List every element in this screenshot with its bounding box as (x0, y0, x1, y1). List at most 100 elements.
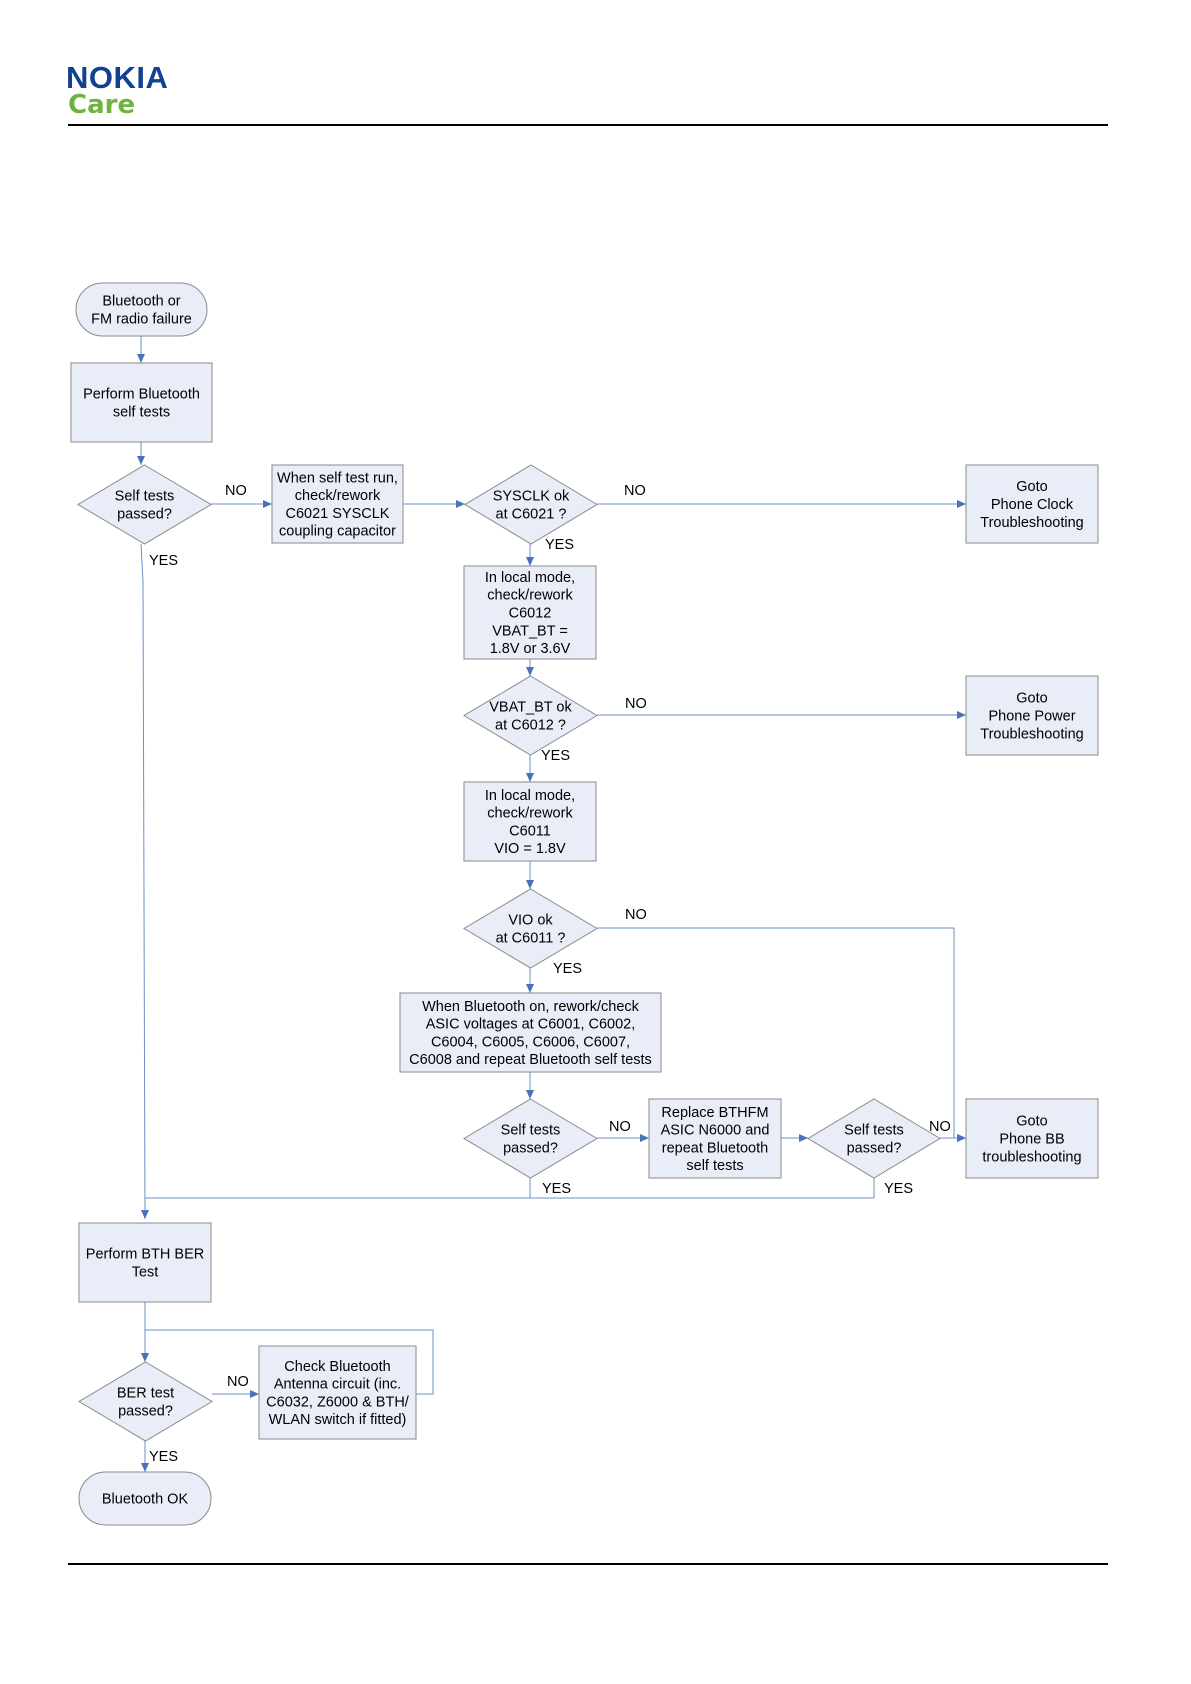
decision-diamond (807, 1098, 941, 1179)
process-box (463, 781, 597, 862)
node-text-line: Goto (1016, 1114, 1047, 1130)
node-text-line: passed? (847, 1140, 902, 1156)
terminal-shape (78, 1471, 212, 1526)
process-box (258, 1345, 417, 1440)
node-text-line: Troubleshooting (980, 726, 1083, 742)
care-logo: Care (68, 90, 136, 120)
node-text-line: coupling capacitor (279, 524, 396, 540)
header-rule (68, 124, 1108, 126)
process-box (965, 464, 1099, 544)
node-text-line: WLAN switch if fitted) (269, 1412, 407, 1428)
node-text-line: When self test run, (277, 470, 398, 486)
node-text-line: self tests (686, 1158, 743, 1174)
decision-diamond (463, 1098, 598, 1179)
node-text-line: at C6012 ? (495, 717, 566, 733)
node-text-line: Goto (1016, 691, 1047, 707)
edge-label-no: NO (929, 1119, 951, 1135)
node-text-line: C6032, Z6000 & BTH/ (266, 1394, 410, 1410)
node-text-line: at C6021 ? (496, 506, 567, 522)
edge-label-yes: YES (149, 1449, 178, 1465)
edge-label-no: NO (225, 483, 247, 499)
process-box (463, 565, 597, 660)
process-box (648, 1098, 782, 1179)
edge-label-no: NO (625, 907, 647, 923)
node-text-line: Troubleshooting (980, 515, 1083, 531)
decision-diamond (464, 464, 598, 545)
connector-self_tests_passed_1-to-ber_test (140, 543, 149, 1220)
page-header: NOKIA Care (0, 0, 1191, 130)
connector-check_antenna-to-ber_passed (145, 1329, 434, 1395)
node-text-line: troubleshooting (982, 1149, 1081, 1165)
node-text-line: VIO = 1.8V (494, 841, 566, 857)
node-text-line: Phone Clock (991, 497, 1074, 513)
process-box (965, 1098, 1099, 1179)
node-text-line: check/rework (295, 488, 381, 504)
node-text-line: Self tests (115, 489, 175, 505)
edge-label-yes: YES (545, 537, 574, 553)
footer-rule (68, 1563, 1108, 1565)
node-text-line: Bluetooth or (102, 294, 180, 310)
node-text-line: BER test (117, 1386, 174, 1402)
node-text-line: check/rework (487, 588, 573, 604)
node-text-line: Self tests (501, 1123, 561, 1139)
connector-self_tests_passed_3-to-ber_test (145, 1178, 875, 1199)
node-text-line: Self tests (844, 1123, 904, 1139)
process-box (965, 675, 1099, 756)
edge-label-no: NO (624, 483, 646, 499)
edge-label-yes: YES (541, 748, 570, 764)
decision-diamond (78, 1361, 213, 1442)
edge-label-yes: YES (884, 1181, 913, 1197)
node-text-line: repeat Bluetooth (662, 1140, 768, 1156)
node-text-line: Antenna circuit (inc. (274, 1377, 401, 1393)
node-text-line: check/rework (487, 806, 573, 822)
node-text-line: In local mode, (485, 788, 575, 804)
node-text-line: Bluetooth OK (102, 1492, 189, 1508)
node-text-line: C6004, C6005, C6006, C6007, (431, 1034, 630, 1050)
edge-label-yes: YES (553, 961, 582, 977)
node-text-line: passed? (503, 1140, 558, 1156)
decision-diamond (463, 888, 598, 969)
node-text-line: VBAT_BT ok (489, 700, 572, 716)
edge-label-yes: YES (149, 553, 178, 569)
node-text-line: C6011 (509, 823, 551, 839)
node-text-line: Test (132, 1264, 159, 1280)
node-text-line: Phone BB (999, 1132, 1064, 1148)
node-text-line: C6012 (509, 606, 552, 622)
connector-self_tests_passed_2-to-ber_test (145, 1178, 531, 1199)
process-box (70, 362, 213, 443)
node-text-line: Replace BTHFM (661, 1105, 768, 1121)
node-text-line: FM radio failure (91, 311, 192, 327)
node-text-line: ASIC N6000 and (661, 1123, 770, 1139)
terminal-shape (75, 282, 208, 337)
process-box (399, 992, 662, 1073)
node-text-line: In local mode, (485, 570, 575, 586)
process-box (271, 464, 404, 544)
process-box (78, 1222, 212, 1303)
node-text-line: Goto (1016, 479, 1047, 495)
node-text-line: passed? (117, 506, 172, 522)
node-text-line: VBAT_BT = (492, 623, 568, 639)
nokia-logo: NOKIA (66, 60, 169, 95)
node-text-line: Check Bluetooth (284, 1359, 390, 1375)
node-text-line: at C6011 ? (496, 930, 566, 946)
decision-diamond (463, 675, 598, 756)
node-text-line: VIO ok (508, 913, 553, 929)
node-text-line: Phone Power (988, 709, 1075, 725)
